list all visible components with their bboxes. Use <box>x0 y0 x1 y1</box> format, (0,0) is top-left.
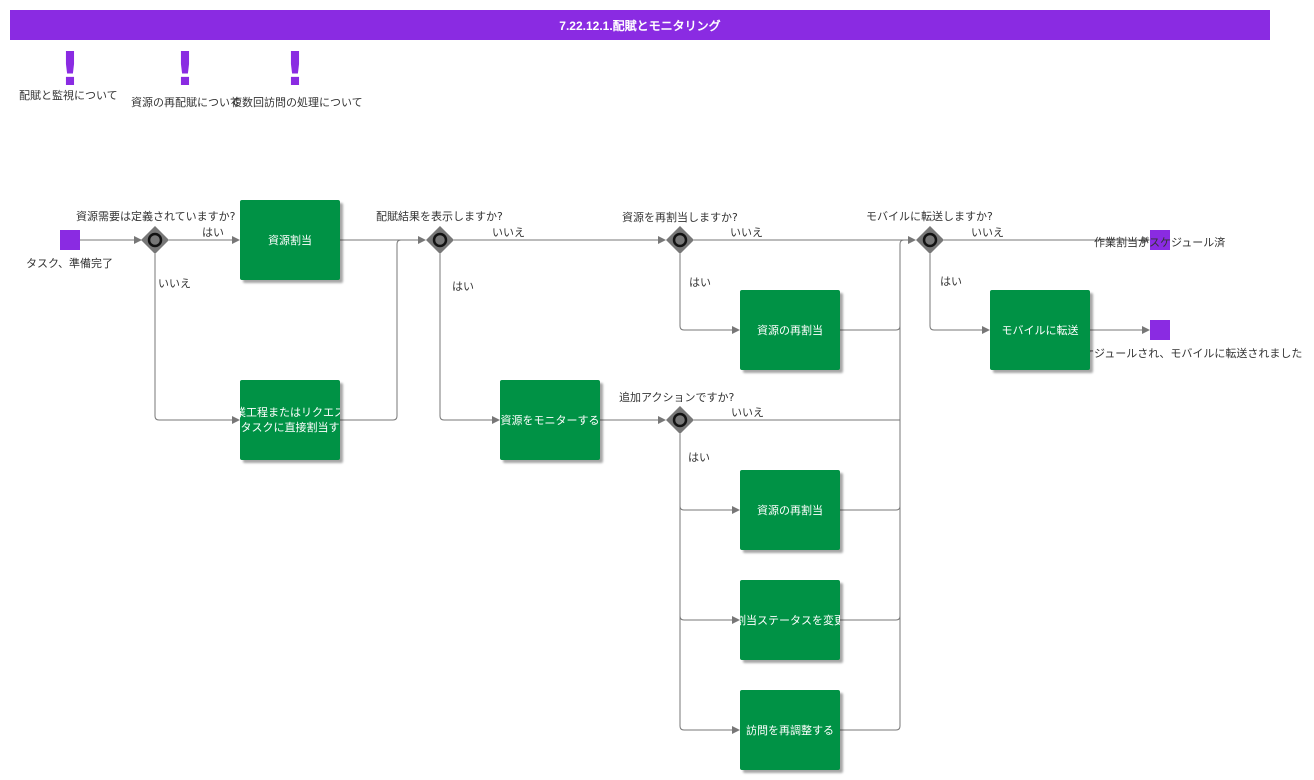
end-event-mobile[interactable] <box>1150 320 1170 340</box>
gateway-2[interactable] <box>426 226 454 254</box>
task-reassign-resource[interactable]: 資源の再割当 <box>740 290 840 370</box>
task-label: 資源の再割当 <box>757 323 823 337</box>
gateway-3-label: 資源を再割当しますか? <box>622 211 738 224</box>
exclamation-icon[interactable]: ! <box>284 42 306 96</box>
task-direct-assign[interactable]: 作業工程またはリクエスト のタスクに直接割当する <box>240 380 340 460</box>
task-transfer-to-mobile[interactable]: モバイルに転送 <box>990 290 1090 370</box>
sequence-flow <box>679 615 740 624</box>
annotation-label: 資源の再配賦について <box>131 96 241 109</box>
sequence-flow <box>679 505 740 514</box>
flow-label-yes: はい <box>688 451 710 464</box>
end-event-scheduled-label: 作業割当がスケジュール済 <box>1094 236 1226 249</box>
start-event-label: タスク、準備完了 <box>26 257 114 270</box>
diagram-title: 7.22.12.1.配賦とモニタリング <box>10 10 1270 40</box>
sequence-flow <box>679 434 740 734</box>
gateway-2-label: 配賦結果を表示しますか? <box>376 210 503 223</box>
annotation-label: 複数回訪問の処理について <box>231 96 363 109</box>
task-label: 資源の再割当 <box>757 503 823 517</box>
task-label: 資源割当 <box>268 233 312 247</box>
sequence-flow <box>154 254 240 424</box>
flow-label-no: いいえ <box>971 226 1004 239</box>
gateway-1[interactable] <box>141 226 169 254</box>
flow-label-no: いいえ <box>158 277 191 290</box>
task-allocate-resource[interactable]: 資源割当 <box>240 200 340 280</box>
sequence-flow <box>340 239 402 421</box>
flow-label-yes: はい <box>202 226 224 239</box>
task-monitor-resource[interactable]: 資源をモニターする <box>500 380 600 460</box>
sequence-flow <box>840 505 901 511</box>
flow-label-yes: はい <box>452 280 474 293</box>
gateway-4[interactable] <box>916 226 944 254</box>
flow-label-yes: はい <box>940 275 962 288</box>
sequence-flow <box>840 615 901 621</box>
gateway-5[interactable] <box>666 406 694 434</box>
sequence-flow <box>679 254 740 334</box>
gateway-5-label: 追加アクションですか? <box>619 391 735 404</box>
sequence-flow <box>840 725 901 731</box>
task-label: 資源をモニターする <box>500 413 600 427</box>
end-event-scheduled[interactable] <box>1150 230 1170 250</box>
task-label: 割当ステータスを変更 <box>740 613 840 627</box>
sequence-flow <box>899 239 905 726</box>
flow-label-no: いいえ <box>730 226 763 239</box>
flow-label-yes: はい <box>689 276 711 289</box>
sequence-flow <box>840 325 901 331</box>
start-event[interactable] <box>60 230 80 250</box>
sequence-flow <box>929 254 990 334</box>
task-reassign-resource-2[interactable]: 資源の再割当 <box>740 470 840 550</box>
annotation-label: 配賦と監視について <box>19 89 118 102</box>
flow-label-no: いいえ <box>731 406 764 419</box>
task-label: 訪問を再調整する <box>746 723 834 737</box>
sequence-flow <box>439 254 500 424</box>
task-label: モバイルに転送 <box>1001 323 1079 337</box>
exclamation-icon[interactable]: ! <box>59 42 81 96</box>
task-label: 作業工程またはリクエスト <box>240 406 340 419</box>
task-change-status[interactable]: 割当ステータスを変更 <box>740 580 840 660</box>
task-reschedule-visit[interactable]: 訪問を再調整する <box>740 690 840 770</box>
gateway-1-label: 資源需要は定義されていますか? <box>76 210 236 223</box>
exclamation-icon[interactable]: ! <box>174 42 196 96</box>
gateway-3[interactable] <box>666 226 694 254</box>
task-label: のタスクに直接割当する <box>240 421 340 434</box>
gateway-4-label: モバイルに転送しますか? <box>866 210 993 223</box>
flow-label-no: いいえ <box>492 226 525 239</box>
